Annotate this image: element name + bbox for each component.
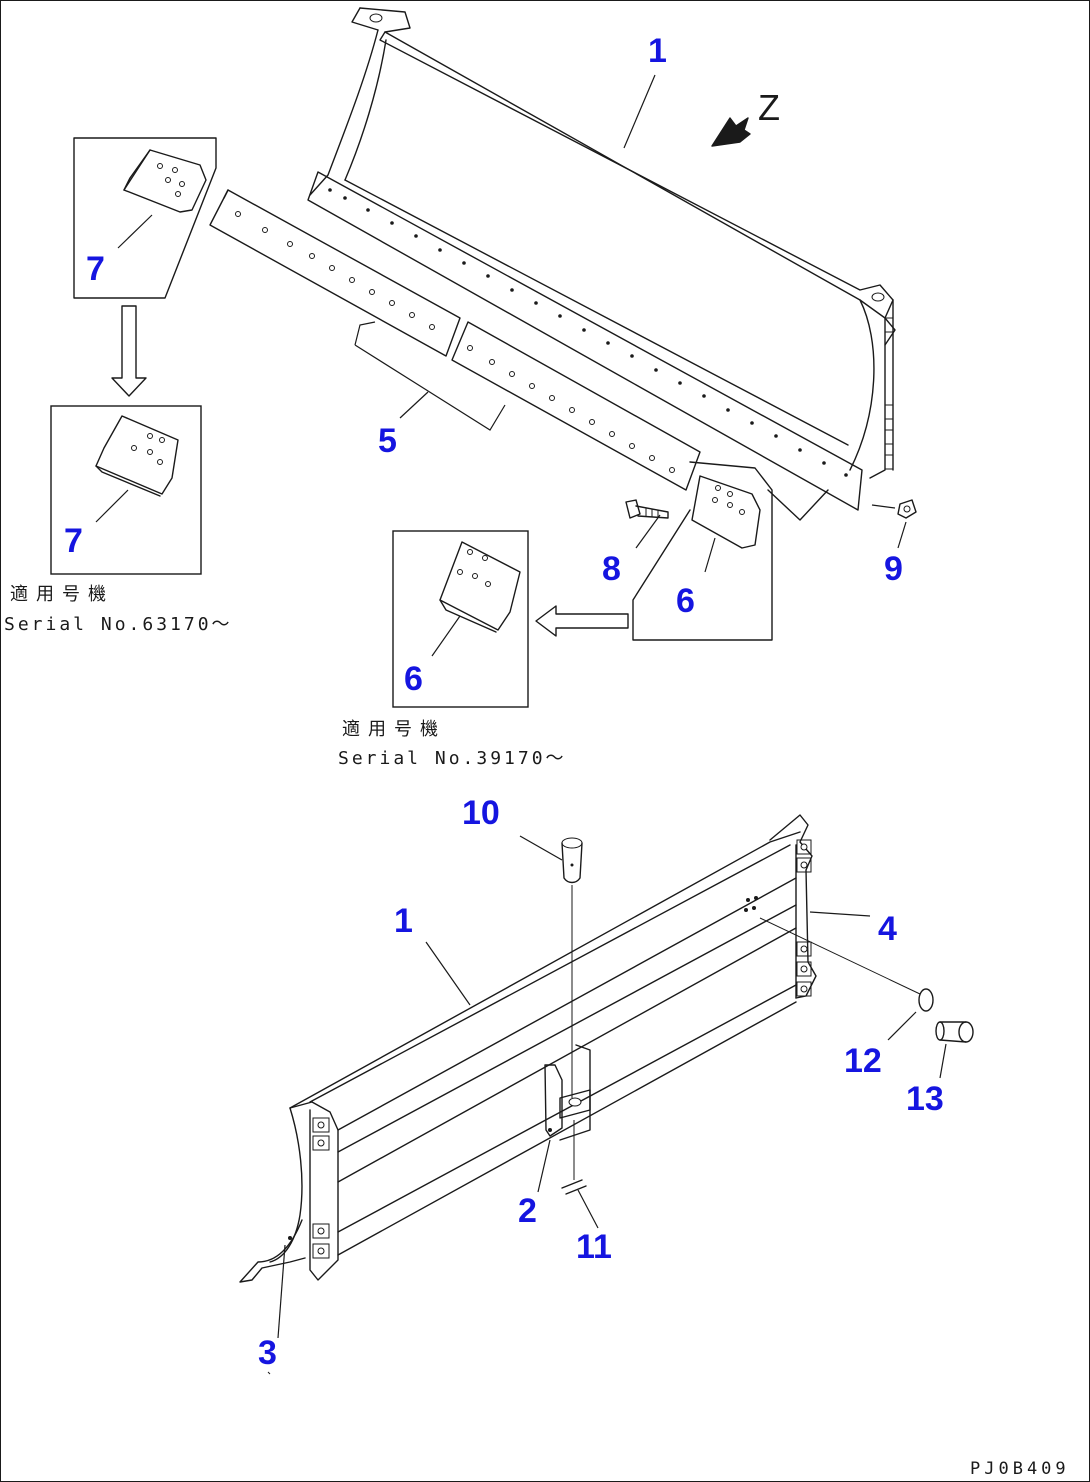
callout-5: 5 [378, 422, 397, 460]
cutting-edge-right [451, 321, 701, 491]
callout-1-bottom: 1 [394, 902, 413, 940]
callout-9: 9 [884, 550, 903, 588]
drawing-code: PJ0B409 [970, 1459, 1070, 1479]
callout-6-part: 6 [676, 582, 695, 620]
nut-9 [897, 499, 917, 519]
bolt-8 [625, 499, 669, 519]
end-bit-installed [691, 475, 761, 549]
corner-bit-3 [239, 1219, 306, 1283]
inset-7-upper [73, 137, 217, 299]
washer-12 [918, 988, 934, 1012]
inset-7-applicability-jp: 適用号機 [10, 584, 114, 605]
blade-right-side-plate [849, 299, 875, 471]
callout-13: 13 [906, 1080, 944, 1118]
inset-7-revision-arrow [111, 305, 147, 397]
blade-lower-assembly [239, 814, 817, 1283]
inset-6-revision-arrow [535, 605, 629, 637]
cotter-pin-11 [561, 1179, 587, 1195]
left-end-plate [289, 1101, 339, 1281]
blade-edge-strip [307, 171, 863, 511]
inset-6-applicability-jp: 適用号機 [342, 719, 446, 740]
inset-6-serial: Serial No.39170〜 [338, 748, 567, 769]
callout-3: 3 [258, 1334, 277, 1372]
bolt-13 [935, 1021, 974, 1043]
cutting-edge-left [209, 189, 461, 357]
view-z-label: Z [758, 87, 780, 128]
callout-12: 12 [844, 1042, 882, 1080]
callout-11: 11 [576, 1228, 612, 1266]
inset-7-serial: Serial No.63170〜 [4, 614, 233, 635]
blade-upper-assembly [307, 7, 896, 521]
callout-6-inset: 6 [404, 660, 423, 698]
callout-10: 10 [462, 794, 500, 832]
pin-10 [561, 837, 583, 884]
callout-7-upper: 7 [86, 250, 105, 288]
view-direction-arrow: Z [711, 87, 780, 147]
callout-8: 8 [602, 550, 621, 588]
blade-left-side-plate [309, 29, 379, 196]
callout-2: 2 [518, 1192, 537, 1230]
end-bit-callout-box [632, 461, 773, 641]
inset-7-lower [50, 405, 202, 575]
inset-6 [392, 530, 529, 708]
blade-top-edge [359, 7, 896, 346]
callout-1-top: 1 [648, 32, 667, 70]
brace-bracket-2 [544, 1064, 563, 1137]
blade-edge-holes [328, 188, 848, 477]
callout-4: 4 [878, 910, 897, 948]
callout-7-lower: 7 [64, 522, 83, 560]
